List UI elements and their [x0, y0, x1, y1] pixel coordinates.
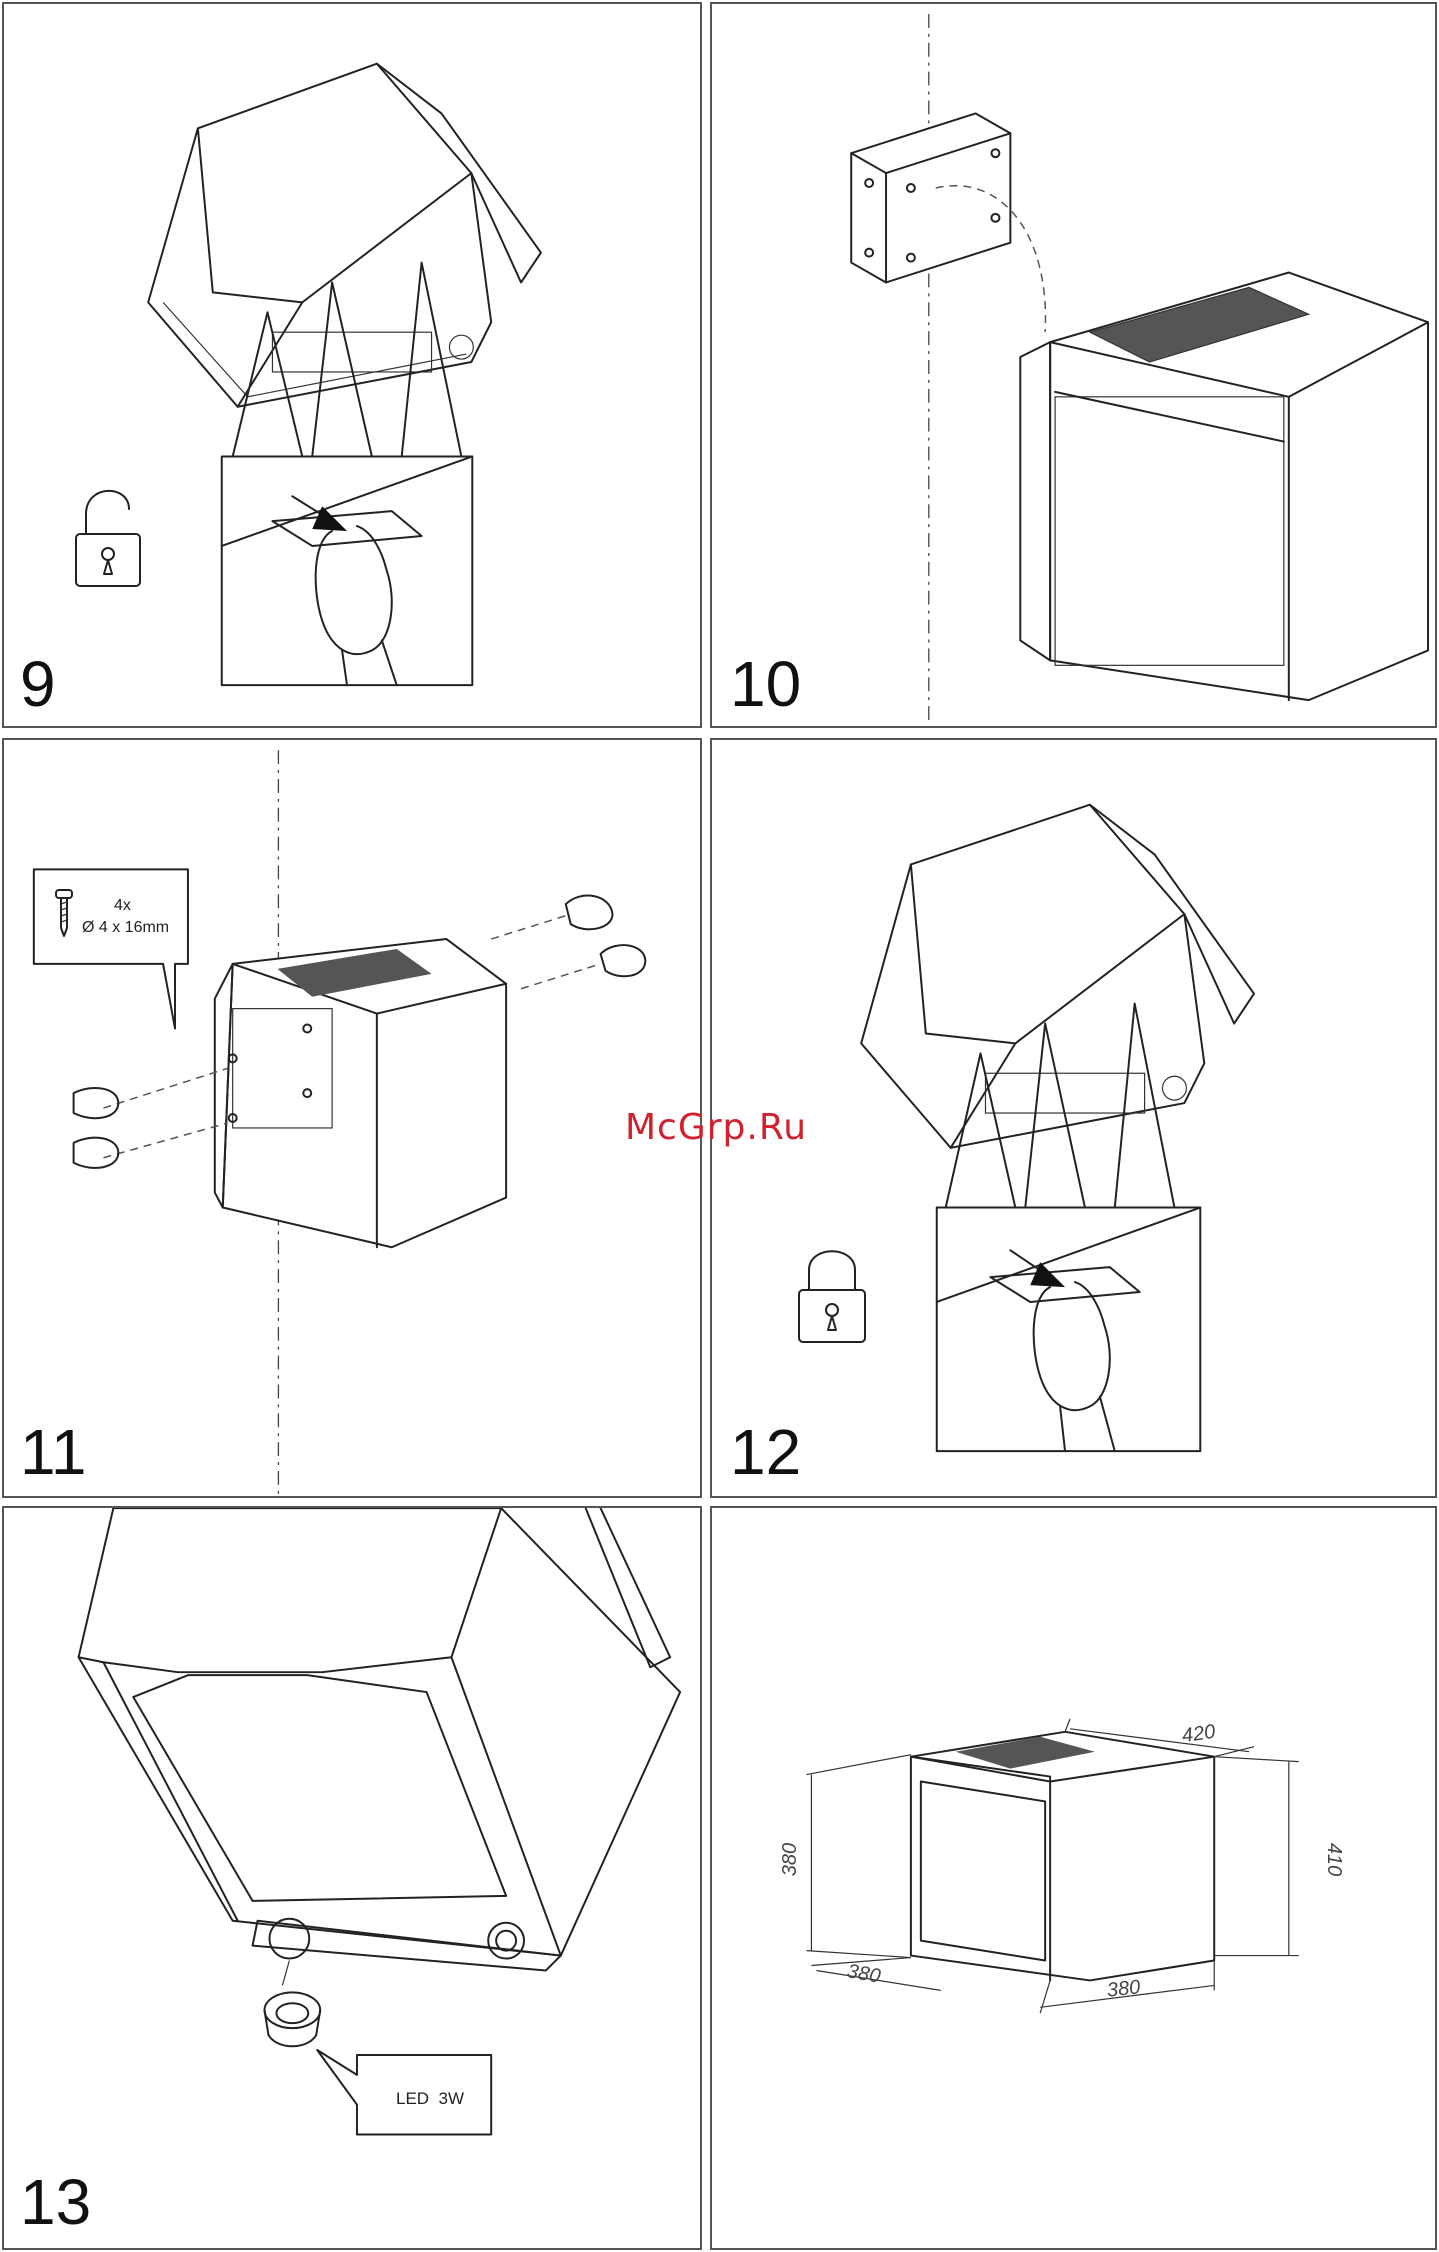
- step-10-illustration: [712, 4, 1435, 726]
- dimension-width-bottom: 380: [1106, 1976, 1142, 2002]
- step-9-illustration: [4, 4, 700, 726]
- step-number: 9: [20, 652, 56, 716]
- unlocked-padlock-icon: [74, 474, 144, 589]
- step-13-illustration: [4, 1508, 700, 2248]
- step-11-panel: 4x Ø 4 x 16mm 11: [2, 738, 702, 1498]
- step-9-panel: 9: [2, 2, 702, 728]
- step-12-illustration: [712, 740, 1435, 1496]
- screw-icon: [54, 888, 74, 938]
- led-callout: LED 3W: [396, 2088, 464, 2109]
- watermark: McGrp.Ru: [625, 1107, 807, 1148]
- dimension-depth-top: 420: [1181, 1721, 1217, 1748]
- dimension-height-right: 410: [1322, 1843, 1345, 1876]
- step-11-illustration: [4, 740, 700, 1496]
- dimensions-panel: 420 380 410 380 380: [710, 1506, 1437, 2250]
- step-number: 12: [730, 1420, 801, 1484]
- locked-padlock-icon: [797, 1240, 867, 1345]
- screw-size: Ø 4 x 16mm: [82, 918, 169, 938]
- step-12-panel: 12: [710, 738, 1437, 1498]
- step-number: 10: [730, 652, 801, 716]
- dimension-height-left: 380: [779, 1843, 802, 1876]
- step-number: 13: [20, 2170, 91, 2234]
- screw-quantity: 4x: [114, 896, 131, 916]
- step-number: 11: [20, 1420, 86, 1484]
- step-10-panel: 10: [710, 2, 1437, 728]
- step-13-panel: LED 3W 13: [2, 1506, 702, 2250]
- dimensions-illustration: [712, 1508, 1435, 2248]
